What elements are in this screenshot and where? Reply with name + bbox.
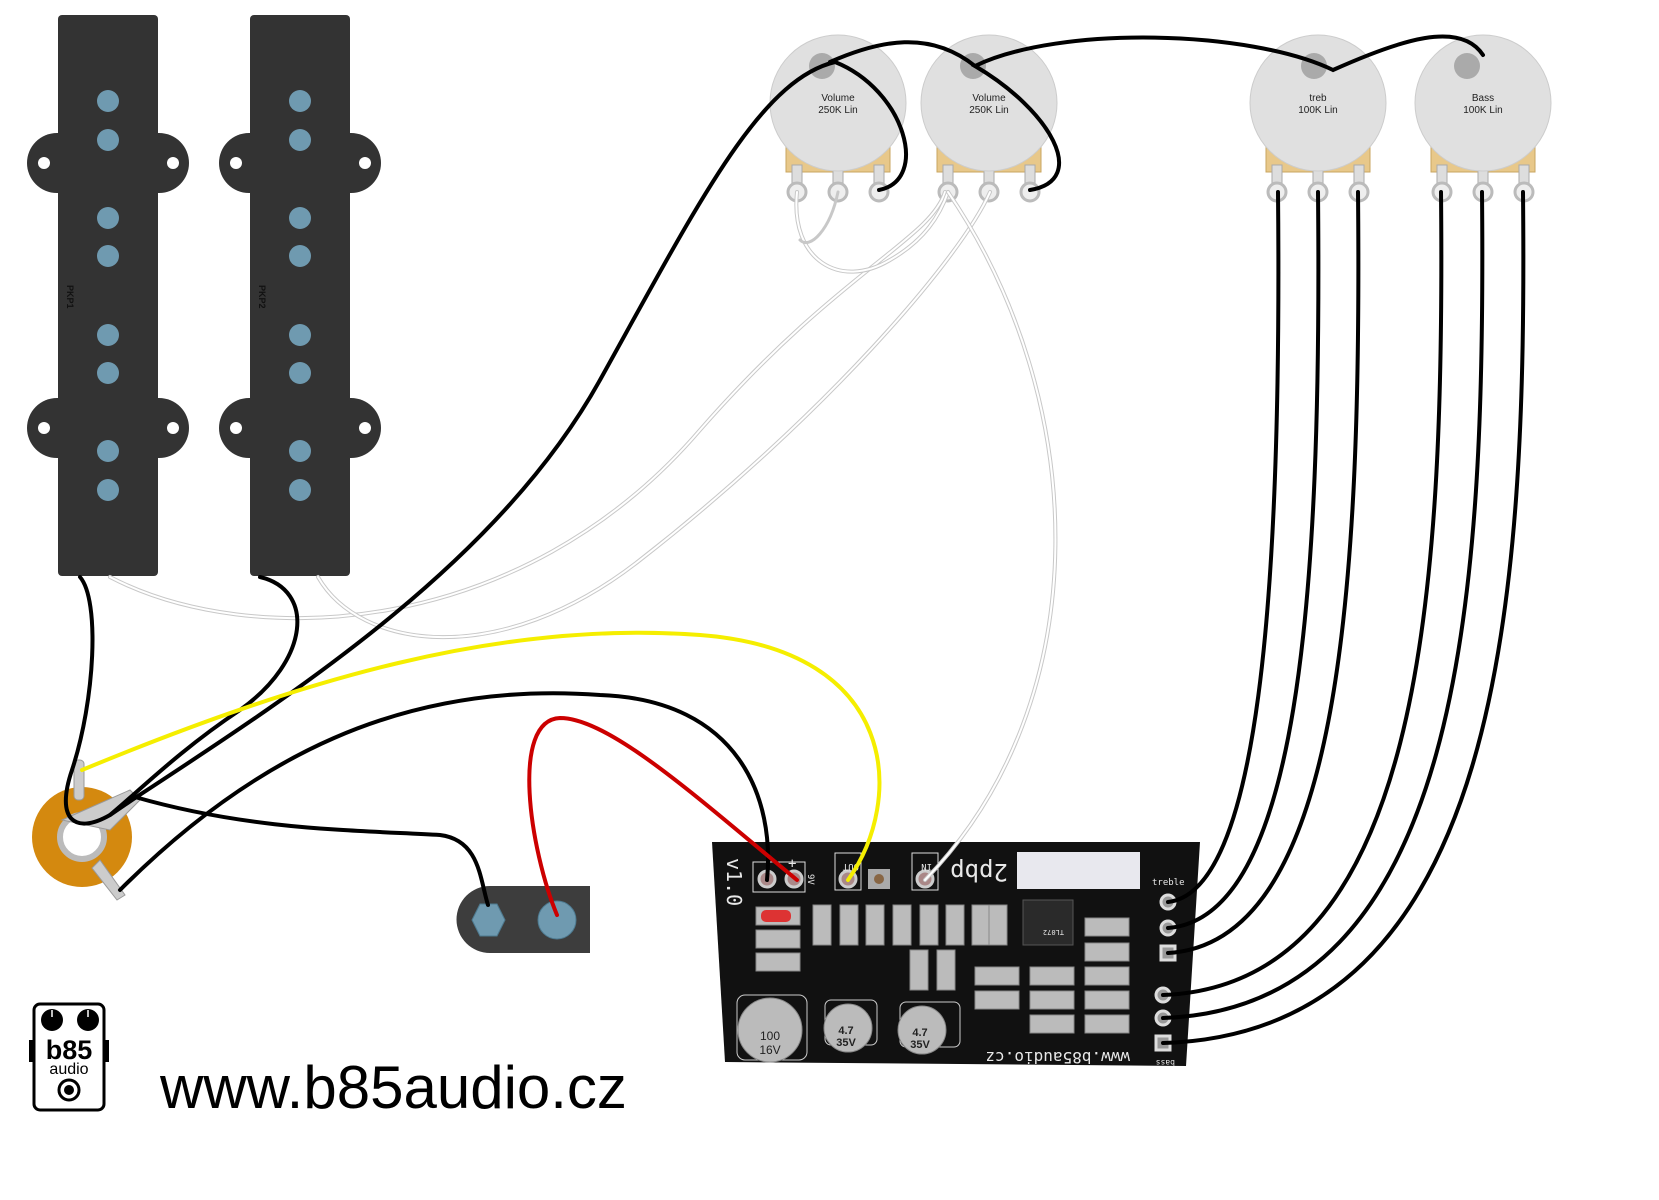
out-label: OUT bbox=[842, 861, 859, 871]
pot-value: 250K Lin bbox=[969, 105, 1008, 116]
pickup-label: PKP1 bbox=[65, 285, 75, 309]
cap-voltage: 35V bbox=[910, 1039, 930, 1051]
battery-clip bbox=[456, 886, 590, 953]
pot-name: Volume bbox=[972, 93, 1006, 104]
pot-name: Volume bbox=[821, 93, 855, 104]
pcb-model: 2pbp bbox=[950, 858, 1008, 886]
capacitor-c10: 4.7 35V bbox=[823, 999, 878, 1053]
pot-value: 100K Lin bbox=[1298, 105, 1337, 116]
pot-value: 100K Lin bbox=[1463, 105, 1502, 116]
cap-value: 100 bbox=[760, 1029, 780, 1043]
pickup-2: PKP2 bbox=[219, 15, 381, 576]
wire-black-vol1 bbox=[133, 59, 908, 800]
pot-name: Bass bbox=[1472, 93, 1494, 104]
wire-black-tone-1 bbox=[1166, 190, 1281, 904]
wire-black-battery bbox=[133, 795, 490, 907]
logo-text: b85 bbox=[46, 1035, 93, 1065]
minus-label: – bbox=[760, 854, 769, 870]
battery-terminal-positive bbox=[537, 900, 577, 940]
pot-value: 250K Lin bbox=[818, 105, 857, 116]
pcb-url: www.b85audio.cz bbox=[986, 1048, 1131, 1067]
wire-red-battery bbox=[527, 715, 799, 917]
cap-voltage: 35V bbox=[836, 1037, 856, 1049]
battery-terminal-negative bbox=[471, 903, 506, 937]
capacitor-c12: 100 16V bbox=[736, 994, 808, 1063]
wire-white-pcb-in bbox=[923, 190, 1058, 882]
output-jack bbox=[32, 759, 141, 901]
wire-black-tone-5 bbox=[1161, 190, 1485, 1020]
pot-shaft bbox=[1454, 53, 1480, 79]
wire-yellow-output bbox=[80, 630, 882, 882]
b85audio-logo: b85 audio bbox=[29, 1002, 109, 1112]
wire-black-pkp1-ground bbox=[63, 575, 137, 826]
white-wires bbox=[108, 190, 1058, 882]
footer-url[interactable]: www.b85audio.cz bbox=[159, 1054, 627, 1121]
ic-label: TL072 bbox=[1043, 928, 1064, 936]
preamp-pcb: v1.0 – + 9V OUT IN 2pbp TL072 bbox=[712, 842, 1200, 1067]
wire-black-tone-6 bbox=[1161, 190, 1526, 1045]
in-label: IN bbox=[921, 861, 932, 871]
wire-black-tone-2 bbox=[1166, 190, 1321, 930]
pickup-1: PKP1 bbox=[27, 15, 189, 576]
pole-pieces bbox=[97, 90, 119, 501]
pcb-version: v1.0 bbox=[722, 858, 746, 906]
bass-label: bass bbox=[1156, 1058, 1175, 1067]
cap-voltage: 16V bbox=[759, 1043, 780, 1057]
cap-value: 4.7 bbox=[838, 1025, 853, 1037]
logo-subtext: audio bbox=[49, 1061, 88, 1078]
pickup-label: PKP2 bbox=[257, 285, 267, 309]
wire-black-vol2-treb-bass bbox=[970, 34, 1485, 192]
plus-label: + bbox=[788, 856, 796, 872]
wire-black-tone-3 bbox=[1166, 190, 1361, 955]
op-amp-ic bbox=[1022, 899, 1074, 946]
tone-pads bbox=[1154, 893, 1177, 1052]
power-label: 9V bbox=[805, 874, 815, 885]
pole-pieces bbox=[289, 90, 311, 501]
pot-name: treb bbox=[1309, 93, 1327, 104]
capacitor-c9: 4.7 35V bbox=[897, 1001, 961, 1055]
treble-label: treble bbox=[1152, 878, 1185, 888]
cap-value: 4.7 bbox=[912, 1027, 927, 1039]
wire-black-vol-link bbox=[828, 40, 977, 68]
tone-wires bbox=[1161, 190, 1526, 1045]
wire-black-pcb-ground bbox=[118, 691, 771, 892]
wire-black-tone-4 bbox=[1161, 190, 1444, 997]
wire-black-pkp2-ground bbox=[108, 575, 300, 817]
